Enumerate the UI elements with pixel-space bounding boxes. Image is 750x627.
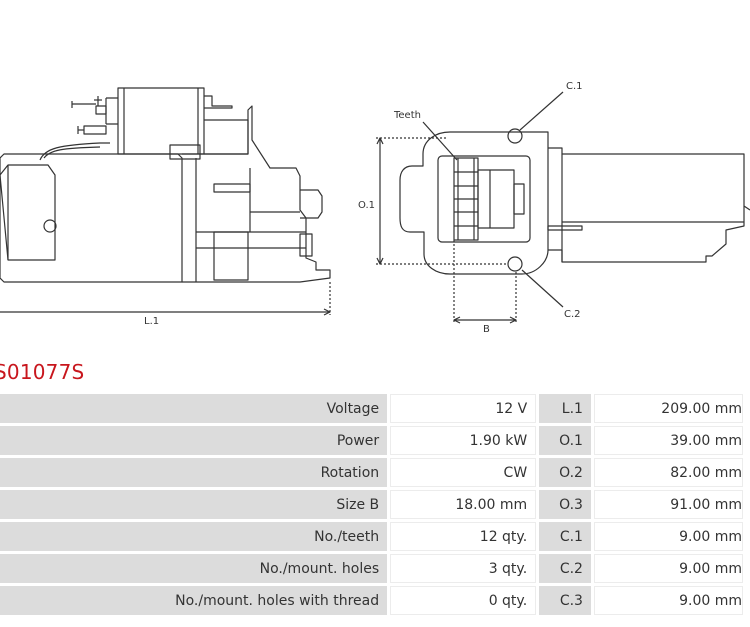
dimension-code: C.1 — [539, 522, 591, 551]
spec-value: 18.00 mm — [390, 490, 537, 519]
dimension-value: 91.00 mm — [593, 490, 743, 519]
dimension-code: C.3 — [539, 586, 591, 615]
starter-motor-technical-drawing: L.1 O.1 B C.1 C.2 Teeth — [0, 81, 750, 335]
dimension-value: 209.00 mm — [593, 394, 743, 423]
dimension-label-l1: L.1 — [144, 316, 159, 327]
spec-label: No./teeth — [0, 522, 388, 551]
spec-label: Size B — [0, 490, 388, 519]
spec-value: 12 qty. — [390, 522, 537, 551]
dimension-code: C.2 — [539, 554, 591, 583]
dimension-value: 82.00 mm — [593, 458, 743, 487]
dimension-value: 9.00 mm — [593, 586, 743, 615]
label-teeth: Teeth — [393, 110, 421, 121]
dimension-code: O.2 — [539, 458, 591, 487]
side-view — [0, 87, 331, 316]
dimension-code: O.3 — [539, 490, 591, 519]
dimension-code: L.1 — [539, 394, 591, 423]
dimension-value: 9.00 mm — [593, 522, 743, 551]
label-c2: C.2 — [564, 309, 581, 320]
spec-value: 0 qty. — [390, 586, 537, 615]
spec-label: Power — [0, 426, 388, 455]
spec-value: CW — [390, 458, 537, 487]
spec-label: No./mount. holes with thread — [0, 586, 388, 615]
dimension-label-b: B — [483, 324, 490, 335]
spec-label: No./mount. holes — [0, 554, 388, 583]
dimension-label-o1: O.1 — [358, 200, 375, 211]
dimension-value: 9.00 mm — [593, 554, 743, 583]
spec-value: 3 qty. — [390, 554, 537, 583]
dimension-value: 39.00 mm — [593, 426, 743, 455]
spec-label: Voltage — [0, 394, 388, 423]
dimension-code: O.1 — [539, 426, 591, 455]
spec-value: 12 V — [390, 394, 537, 423]
label-c1: C.1 — [566, 81, 583, 92]
part-number-title: S01077S — [0, 360, 85, 384]
front-view — [376, 91, 750, 324]
spec-value: 1.90 kW — [390, 426, 537, 455]
spec-label: Rotation — [0, 458, 388, 487]
